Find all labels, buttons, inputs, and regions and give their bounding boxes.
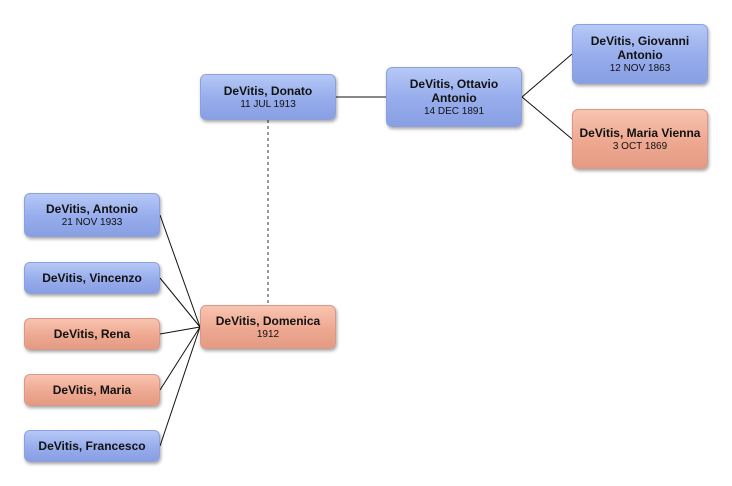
person-name: DeVitis, Vincenzo <box>42 271 142 285</box>
connector-child-francesco <box>159 326 201 447</box>
person-date: 21 NOV 1933 <box>61 216 123 228</box>
connector-child-vincenzo <box>159 277 201 328</box>
person-name: DeVitis, Maria Vienna <box>579 125 701 140</box>
person-box-domenica[interactable]: DeVitis, Domenica 1912 <box>200 305 336 349</box>
person-name: DeVitis, Maria <box>52 383 132 397</box>
person-box-vincenzo[interactable]: DeVitis, Vincenzo <box>24 262 160 294</box>
person-name: DeVitis, Francesco <box>38 439 146 453</box>
person-date: 14 DEC 1891 <box>423 105 485 117</box>
connector-ottavio-maria-vienna <box>521 96 573 140</box>
connector-child-antonio <box>159 214 201 328</box>
person-box-rena[interactable]: DeVitis, Rena <box>24 318 160 350</box>
connector-child-maria <box>159 326 201 391</box>
connector-ottavio-giovanni <box>521 53 573 98</box>
person-box-donato[interactable]: DeVitis, Donato 11 JUL 1913 <box>200 74 336 120</box>
person-box-antonio[interactable]: DeVitis, Antonio 21 NOV 1933 <box>24 193 160 237</box>
person-date: 11 JUL 1913 <box>240 98 296 110</box>
person-name: DeVitis, Giovanni Antonio <box>590 33 690 62</box>
person-date: 1912 <box>256 328 280 340</box>
person-name: DeVitis, Rena <box>53 327 131 341</box>
person-date: 12 NOV 1863 <box>609 62 671 74</box>
person-name: DeVitis, Antonio <box>45 201 138 216</box>
person-box-maria-vienna[interactable]: DeVitis, Maria Vienna 3 OCT 1869 <box>572 109 708 169</box>
person-name: DeVitis, Ottavio Antonio <box>409 76 499 105</box>
person-box-ottavio[interactable]: DeVitis, Ottavio Antonio 14 DEC 1891 <box>386 67 522 127</box>
person-box-francesco[interactable]: DeVitis, Francesco <box>24 430 160 462</box>
connector-child-rena <box>159 326 201 335</box>
person-date: 3 OCT 1869 <box>612 140 668 152</box>
person-box-maria[interactable]: DeVitis, Maria <box>24 374 160 406</box>
person-name: DeVitis, Domenica <box>215 313 321 328</box>
person-box-giovanni[interactable]: DeVitis, Giovanni Antonio 12 NOV 1863 <box>572 24 708 84</box>
person-name: DeVitis, Donato <box>223 83 313 98</box>
